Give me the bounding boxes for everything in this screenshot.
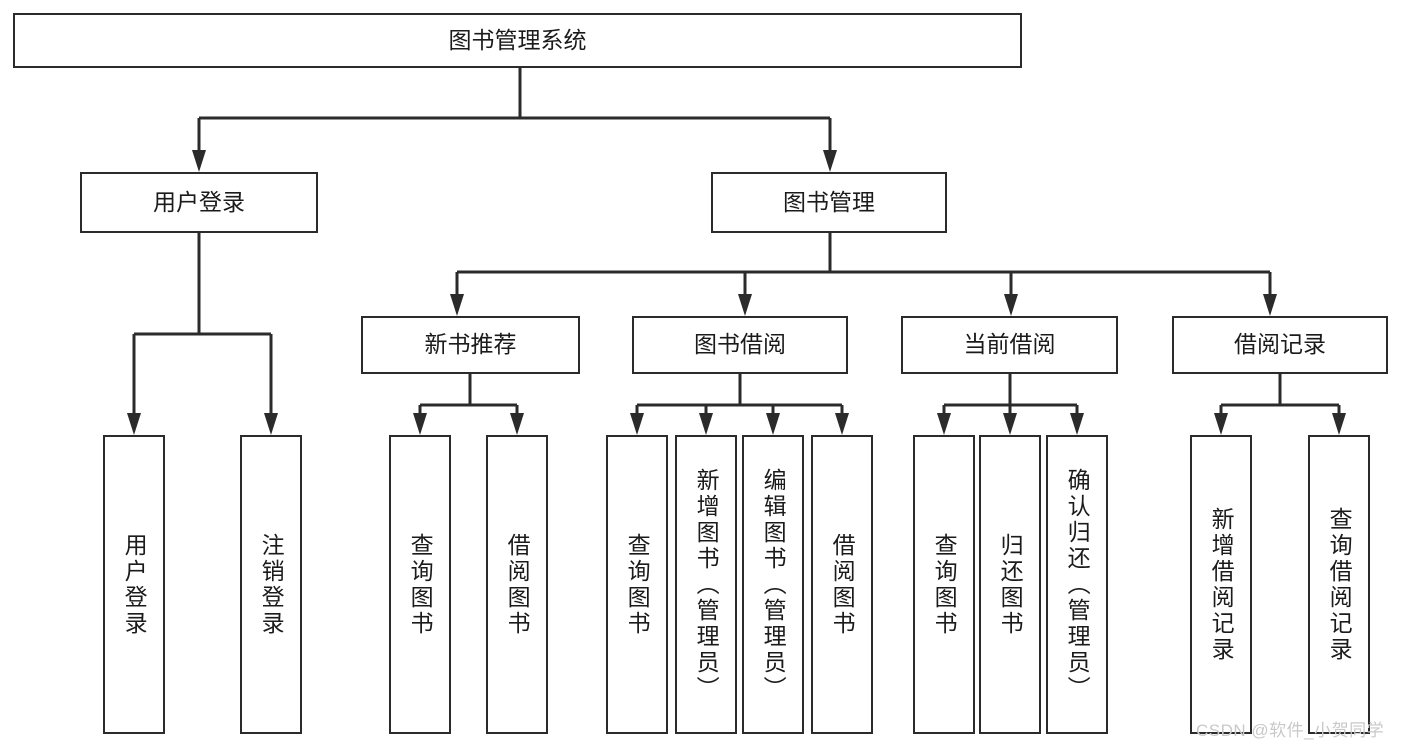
node-leaf-current-confirm[interactable]: 确认归还（管理员）	[1046, 435, 1108, 734]
node-newbook[interactable]: 新书推荐	[361, 316, 580, 374]
node-leaf-current-return[interactable]: 归还图书	[979, 435, 1041, 734]
node-label-leaf-borrow-add: 新增图书（管理员）	[693, 467, 720, 702]
node-leaf-borrow-add[interactable]: 新增图书（管理员）	[675, 435, 737, 734]
edge-arrowhead-login-0	[127, 413, 141, 435]
edge-arrowhead-borrow-3	[835, 413, 849, 435]
node-label-leaf-current-return: 归还图书	[997, 532, 1024, 637]
edge-arrowhead-bookmgmt-3	[1263, 294, 1277, 316]
edge-group	[127, 68, 1346, 435]
node-label-leaf-record-add: 新增借阅记录	[1208, 506, 1235, 663]
edge-arrowhead-current-0	[937, 413, 951, 435]
node-leaf-user-logout[interactable]: 注销登录	[240, 435, 302, 734]
edge-arrowhead-borrow-1	[699, 413, 713, 435]
node-current[interactable]: 当前借阅	[901, 316, 1118, 374]
node-leaf-borrow-lend[interactable]: 借阅图书	[811, 435, 873, 734]
edge-arrowhead-current-2	[1070, 413, 1084, 435]
node-bookmgmt[interactable]: 图书管理	[711, 172, 947, 233]
edge-arrowhead-bookmgmt-1	[738, 294, 752, 316]
edge-arrowhead-records-1	[1332, 413, 1346, 435]
node-label-borrow: 图书借阅	[694, 331, 786, 358]
node-leaf-borrow-edit[interactable]: 编辑图书（管理员）	[742, 435, 804, 734]
node-label-leaf-new-query: 查询图书	[407, 532, 434, 637]
node-leaf-borrow-query[interactable]: 查询图书	[606, 435, 668, 734]
node-label-current: 当前借阅	[963, 331, 1056, 358]
edge-arrowhead-bookmgmt-0	[450, 294, 464, 316]
edge-arrowhead-records-0	[1214, 413, 1228, 435]
edge-arrowhead-borrow-2	[766, 413, 780, 435]
edge-arrowhead-root-0	[192, 150, 206, 172]
node-label-leaf-new-borrow: 借阅图书	[504, 532, 531, 637]
node-leaf-current-query[interactable]: 查询图书	[913, 435, 975, 734]
edge-arrowhead-newbook-0	[413, 413, 427, 435]
edge-arrowhead-current-1	[1003, 413, 1017, 435]
node-label-leaf-borrow-edit: 编辑图书（管理员）	[760, 467, 787, 702]
node-borrow[interactable]: 图书借阅	[632, 316, 848, 374]
node-records[interactable]: 借阅记录	[1172, 316, 1388, 374]
node-label-leaf-user-logout: 注销登录	[258, 532, 285, 637]
node-label-leaf-record-query: 查询借阅记录	[1326, 506, 1353, 663]
node-leaf-record-add[interactable]: 新增借阅记录	[1190, 435, 1252, 734]
node-label-root: 图书管理系统	[448, 26, 587, 53]
node-label-newbook: 新书推荐	[424, 331, 517, 358]
csdn-watermark: CSDN @软件_小贺同学	[1196, 721, 1385, 740]
node-leaf-new-query[interactable]: 查询图书	[389, 435, 451, 734]
node-label-login: 用户登录	[153, 188, 245, 215]
node-label-leaf-borrow-query: 查询图书	[624, 532, 651, 637]
node-label-leaf-borrow-lend: 借阅图书	[829, 532, 856, 637]
node-login[interactable]: 用户登录	[80, 172, 318, 233]
edge-arrowhead-root-1	[823, 150, 837, 172]
edge-arrowhead-newbook-1	[510, 413, 524, 435]
node-label-leaf-user-login: 用户登录	[121, 532, 148, 637]
node-leaf-new-borrow[interactable]: 借阅图书	[486, 435, 548, 734]
node-root[interactable]: 图书管理系统	[13, 13, 1022, 68]
node-leaf-record-query[interactable]: 查询借阅记录	[1308, 435, 1370, 734]
node-label-leaf-current-query: 查询图书	[931, 532, 958, 637]
edge-arrowhead-login-1	[264, 413, 278, 435]
node-label-leaf-current-confirm: 确认归还（管理员）	[1064, 467, 1091, 702]
node-leaf-user-login[interactable]: 用户登录	[103, 435, 165, 734]
edge-arrowhead-borrow-0	[630, 413, 644, 435]
node-label-records: 借阅记录	[1234, 331, 1326, 358]
node-label-bookmgmt: 图书管理	[783, 188, 875, 215]
edge-arrowhead-bookmgmt-2	[1004, 294, 1018, 316]
